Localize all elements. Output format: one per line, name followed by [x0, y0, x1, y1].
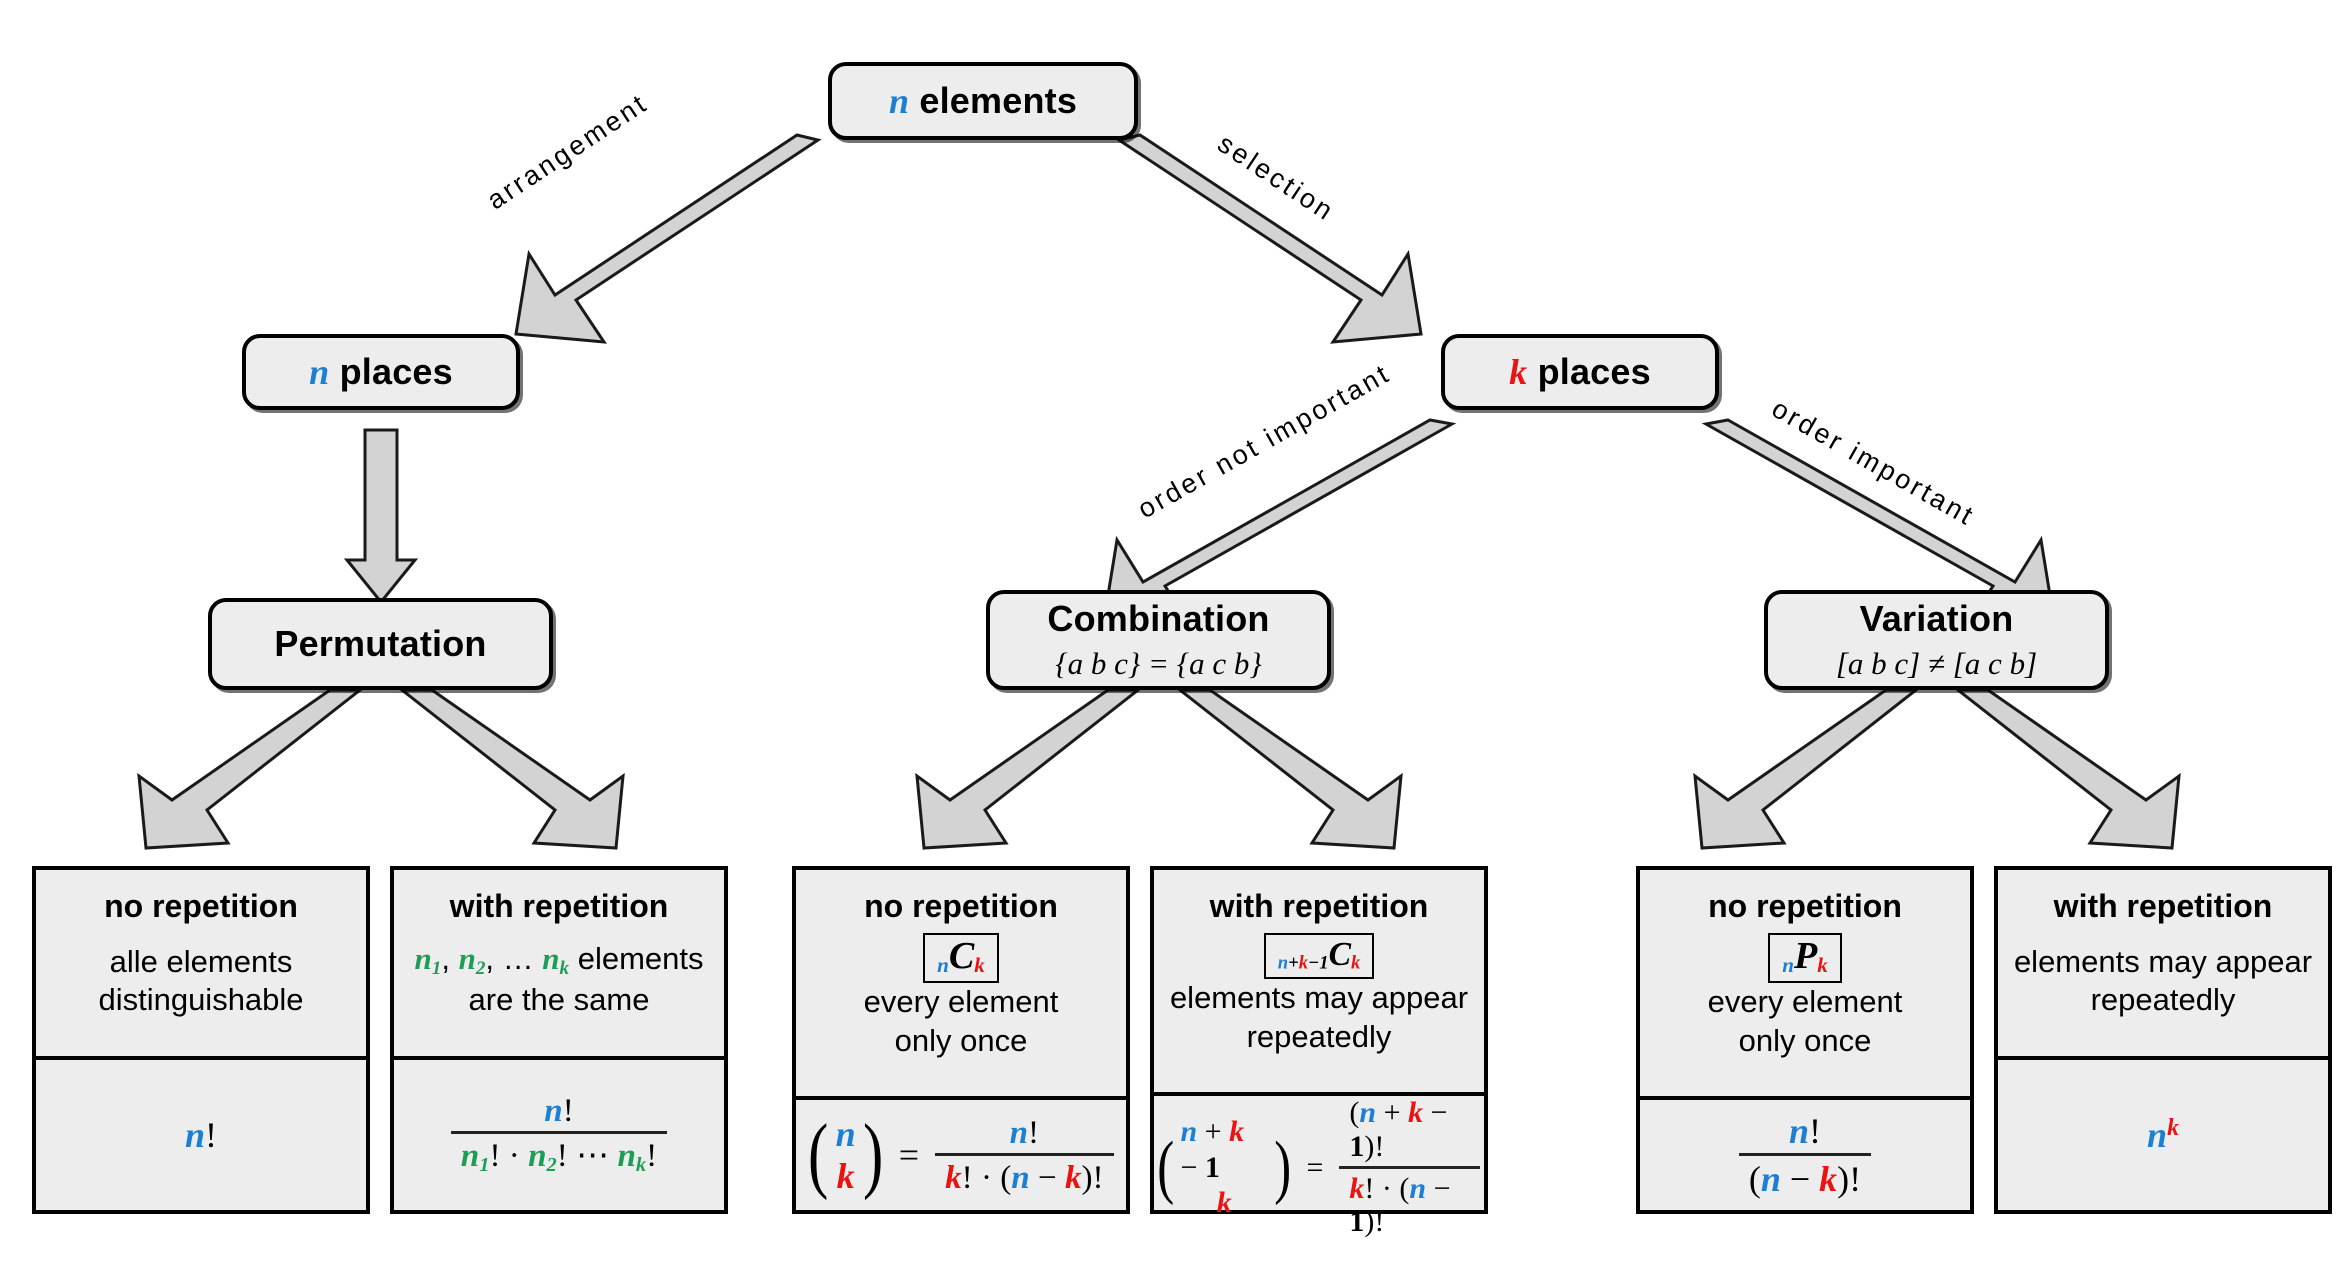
leaf-description-line2: repeatedly [1246, 1018, 1392, 1054]
edge-permutation-to-leaf1 [137, 688, 365, 850]
edge-permutation-to-leaf2 [397, 688, 625, 850]
leaf-description: every element only once [1650, 983, 1960, 1061]
leaf-formula: ( n + k − 1 k ) = (n + k − 1)! k! · (n −… [1154, 1096, 1484, 1238]
leaf-head: with repetition n1, n2, … nk elements ar… [394, 870, 724, 1060]
leaf-description-line2: distinguishable [98, 982, 304, 1018]
node-variation[interactable]: Variation [a b c] ≠ [a c b] [1764, 590, 2109, 690]
leaf-head: no repetition nCk every element only onc… [796, 870, 1126, 1101]
node-combination[interactable]: Combination {a b c} = {a c b} [986, 590, 1331, 690]
leaf-description: alle elements distinguishable [46, 943, 356, 1021]
node-k-places[interactable]: k places [1441, 334, 1719, 410]
node-k-places-label: k places [1509, 351, 1651, 393]
edge-label-selection: selection [1212, 128, 1341, 228]
leaf-formula: n! n1! · n2! ⋯ nk! [394, 1060, 724, 1210]
edge-nplaces-to-permutation [343, 428, 419, 605]
node-n-places-text: places [339, 350, 453, 392]
leaf-description: elements may appear repeatedly [2008, 943, 2318, 1021]
leaf-variation-no-repetition[interactable]: no repetition nPk every element only onc… [1636, 866, 1974, 1214]
leaf-description-line2: repeatedly [2090, 982, 2236, 1018]
edge-combination-to-leaf4 [1175, 688, 1403, 850]
leaf-heading: no repetition [1708, 888, 1902, 924]
leaf-description-line2: only once [894, 1022, 1028, 1058]
node-permutation-title: Permutation [274, 623, 487, 665]
node-n-places-label: n places [309, 351, 453, 393]
node-combination-title: Combination [1047, 598, 1270, 640]
edge-label-arrangement: arrangement [481, 87, 654, 216]
leaf-heading: with repetition [1209, 888, 1429, 924]
leaf-head: with repetition n+k−1Ck elements may app… [1154, 870, 1484, 1097]
leaf-heading: with repetition [449, 888, 669, 924]
leaf-description-line1: elements may appear [2013, 943, 2313, 979]
notation-n-plus-k-minus-1-C-k: n+k−1Ck [1263, 933, 1375, 979]
leaf-heading: no repetition [104, 888, 298, 924]
leaf-description-line2: only once [1738, 1022, 1872, 1058]
leaf-description-line1: elements may appear [1169, 979, 1469, 1015]
leaf-permutation-with-repetition[interactable]: with repetition n1, n2, … nk elements ar… [390, 866, 728, 1214]
node-variation-subtitle: [a b c] ≠ [a c b] [1835, 645, 2038, 681]
leaf-formula: n! [184, 1115, 218, 1155]
leaf-description-line2: are the same [468, 982, 650, 1018]
node-k-places-text: places [1537, 350, 1651, 392]
leaf-combination-no-repetition[interactable]: no repetition nCk every element only onc… [792, 866, 1130, 1214]
leaf-variation-with-repetition[interactable]: with repetition elements may appear repe… [1994, 866, 2332, 1214]
leaf-description-line1: every element [863, 983, 1059, 1019]
edge-label-order-not-important: order not important [1132, 357, 1396, 525]
leaf-head: with repetition elements may appear repe… [1998, 870, 2328, 1060]
leaf-description-line1: every element [1707, 983, 1903, 1019]
node-n-elements[interactable]: n elements [828, 62, 1138, 140]
node-permutation[interactable]: Permutation [208, 598, 553, 690]
leaf-formula: n! (n − k)! [1640, 1100, 1970, 1210]
node-n-elements-text: elements [919, 79, 1078, 121]
leaf-head: no repetition nPk every element only onc… [1640, 870, 1970, 1101]
edge-variation-to-leaf5 [1693, 688, 1921, 850]
edge-label-order-important: order important [1766, 393, 1981, 532]
edge-variation-to-leaf6 [1953, 688, 2181, 850]
leaf-head: no repetition alle elements distinguisha… [36, 870, 366, 1060]
leaf-description-line1: n1, n2, … nk elements [414, 941, 704, 980]
node-n-places[interactable]: n places [242, 334, 520, 410]
node-variation-title: Variation [1859, 598, 2014, 640]
variable-n: n [309, 351, 330, 392]
leaf-description: elements may appear repeatedly [1164, 979, 1474, 1057]
leaf-heading: with repetition [2053, 888, 2273, 924]
edge-combination-to-leaf3 [915, 688, 1143, 850]
leaf-description: every element only once [806, 983, 1116, 1061]
leaf-heading: no repetition [864, 888, 1058, 924]
node-combination-subtitle: {a b c} = {a c b} [1055, 645, 1262, 681]
variable-k: k [1509, 351, 1528, 392]
leaf-description: n1, n2, … nk elements are the same [404, 940, 714, 1020]
leaf-description-line1: alle elements [109, 943, 293, 979]
node-n-elements-label: n elements [889, 80, 1077, 122]
variable-n: n [888, 80, 910, 121]
leaf-formula: nk [2147, 1115, 2179, 1155]
notation-nPk: nPk [1768, 933, 1842, 983]
leaf-combination-with-repetition[interactable]: with repetition n+k−1Ck elements may app… [1150, 866, 1488, 1238]
leaf-permutation-no-repetition[interactable]: no repetition alle elements distinguisha… [32, 866, 370, 1214]
notation-nCk: nCk [923, 933, 999, 983]
